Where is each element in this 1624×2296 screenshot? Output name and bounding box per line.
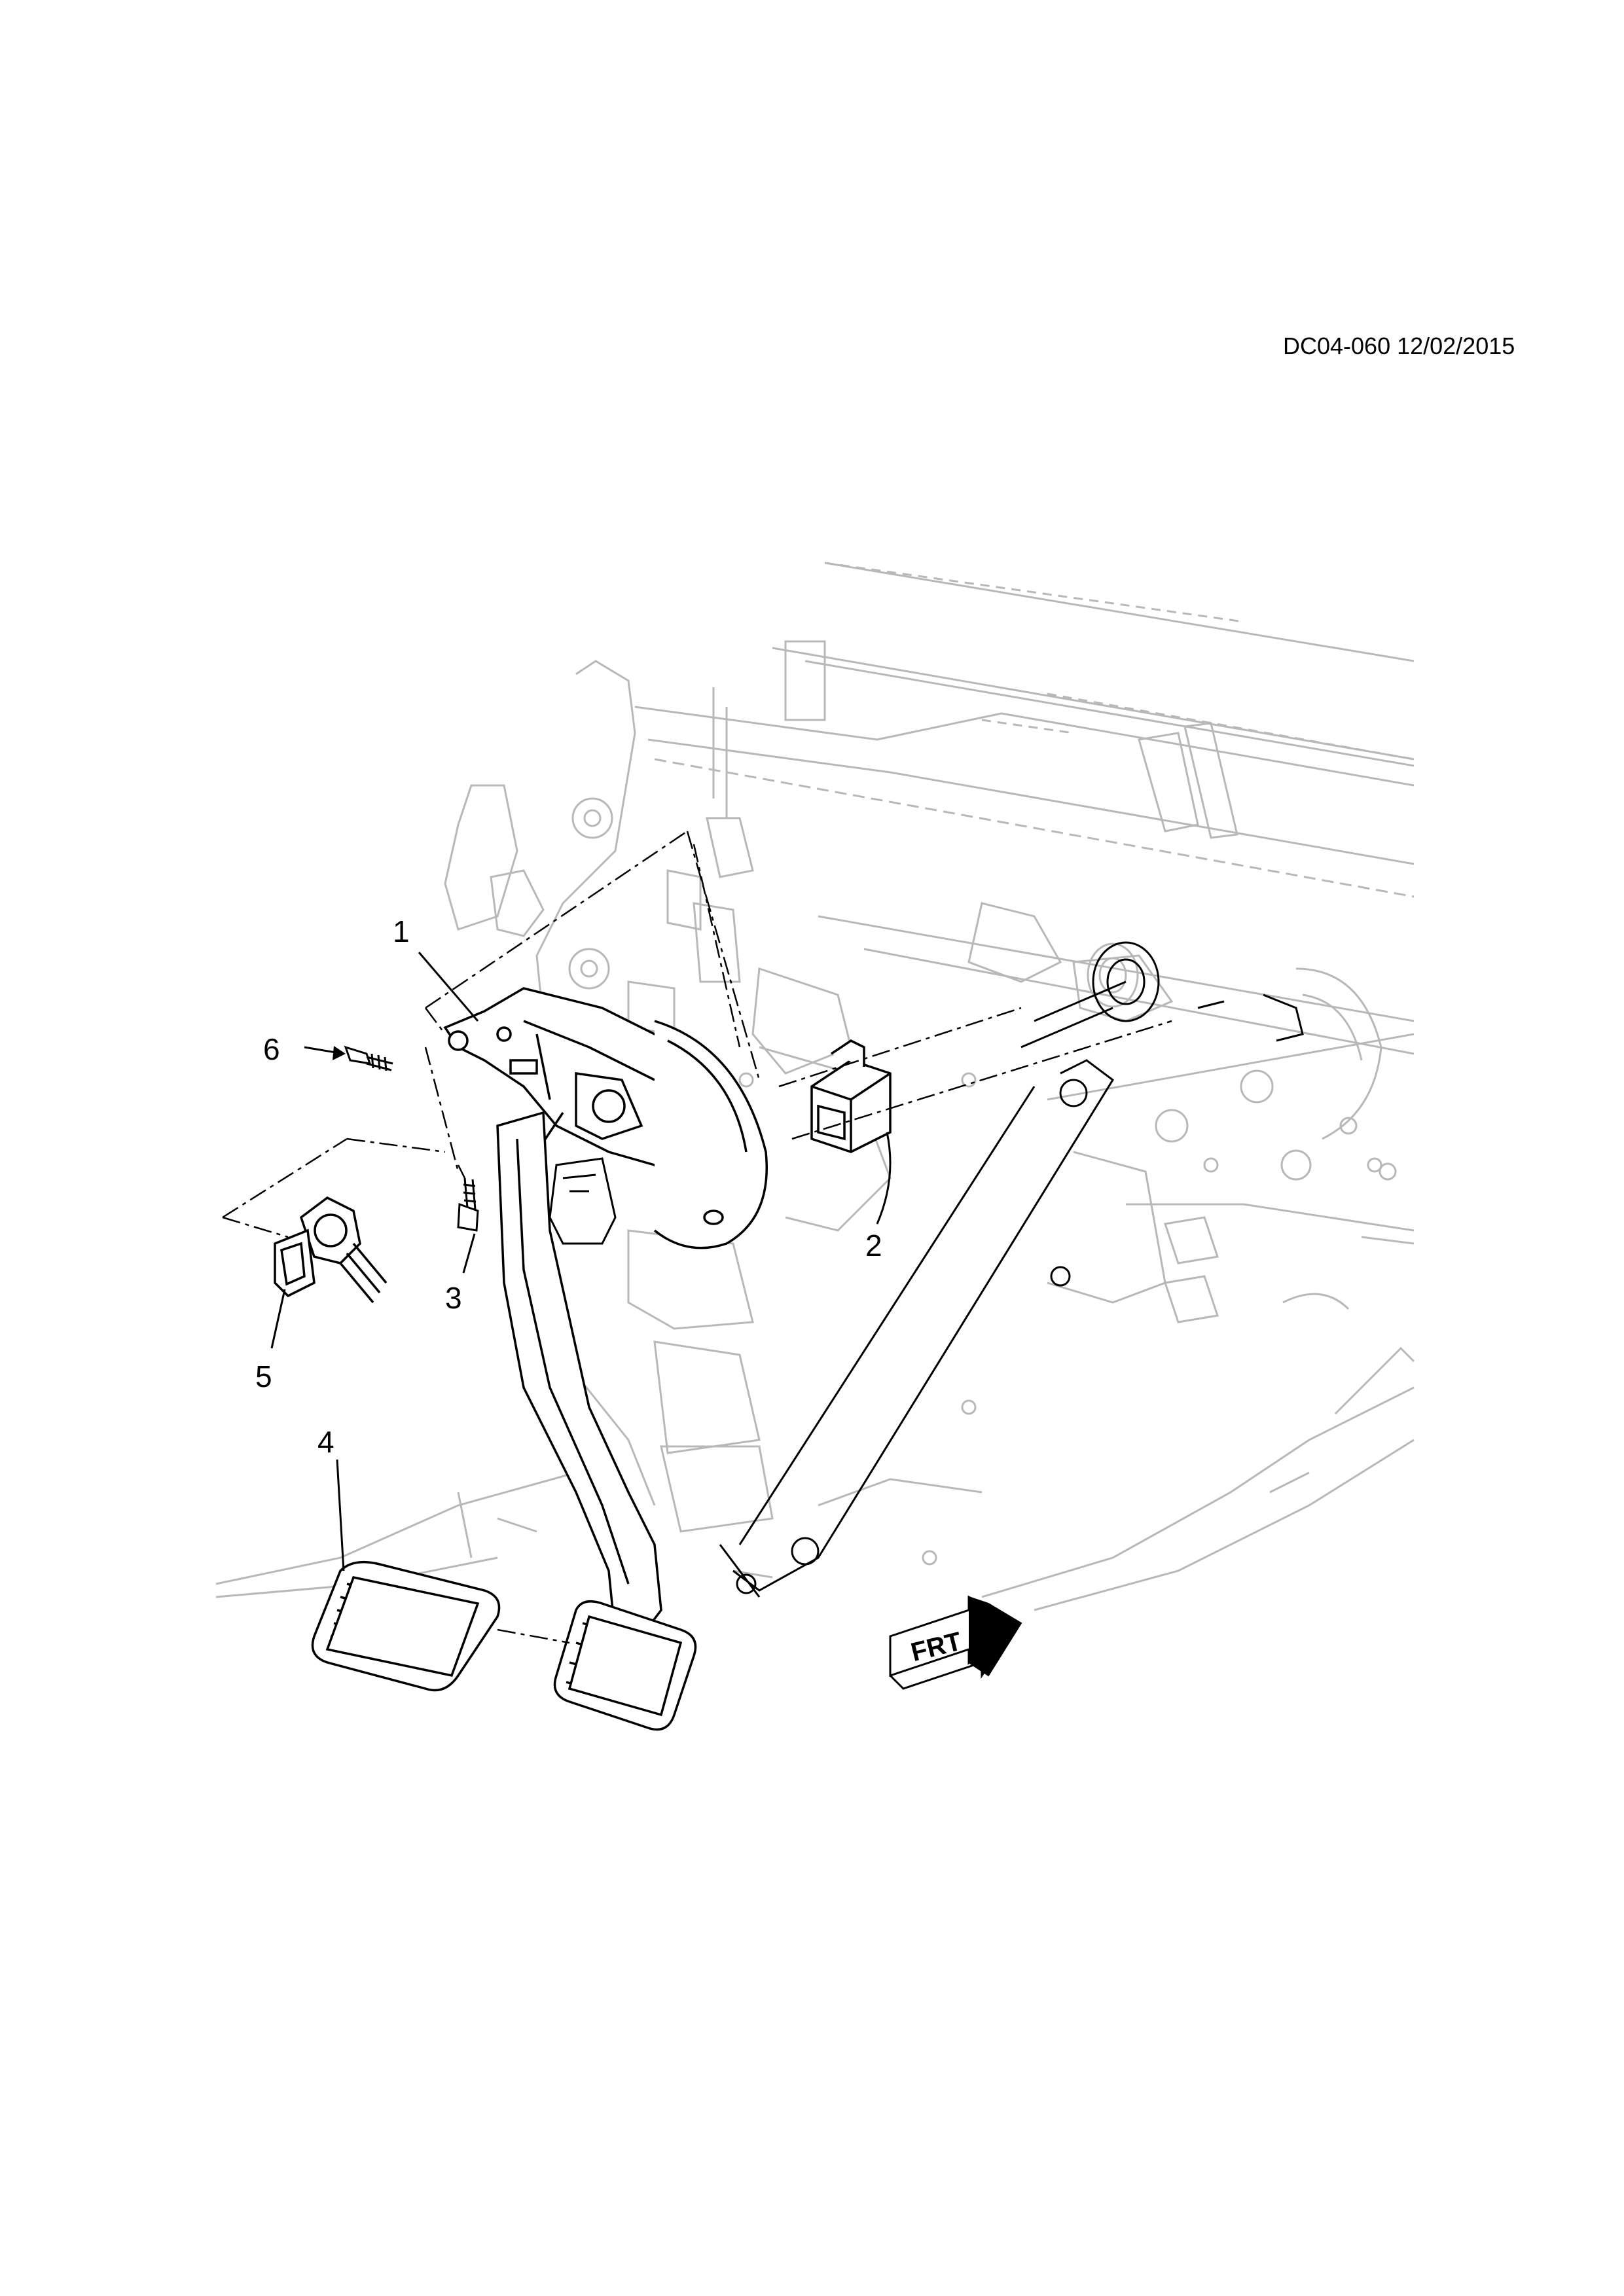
callout-5: 5 — [255, 1359, 272, 1393]
booster-mount — [1020, 941, 1304, 1049]
callout-3: 3 — [445, 1281, 462, 1315]
callout-4: 4 — [317, 1425, 334, 1459]
guide-lines — [222, 830, 1172, 1644]
document-reference: DC04-060 12/02/2015 — [1283, 332, 1515, 359]
pedal-bracket-assembly — [443, 987, 768, 1249]
bolt-6 — [344, 1045, 393, 1071]
front-direction-arrow: FRT — [889, 1595, 1022, 1690]
leader-lines — [270, 952, 892, 1571]
bolt-3 — [457, 1177, 479, 1232]
brake-pedal-arm — [496, 1111, 662, 1638]
accelerator-pedal-pad — [311, 1560, 501, 1692]
pedal-position-sensor — [274, 1196, 388, 1304]
callout-1: 1 — [393, 914, 410, 948]
callout-2: 2 — [865, 1229, 882, 1263]
leader-arrowheads — [333, 1046, 346, 1060]
callout-6: 6 — [263, 1032, 280, 1066]
stop-lamp-switch — [549, 1157, 617, 1245]
vehicle-structure-ghost — [215, 562, 1415, 1611]
brake-pedal-pad — [553, 1600, 697, 1731]
brake-switch-module — [810, 1039, 892, 1153]
support-arm-structure — [719, 1059, 1114, 1598]
